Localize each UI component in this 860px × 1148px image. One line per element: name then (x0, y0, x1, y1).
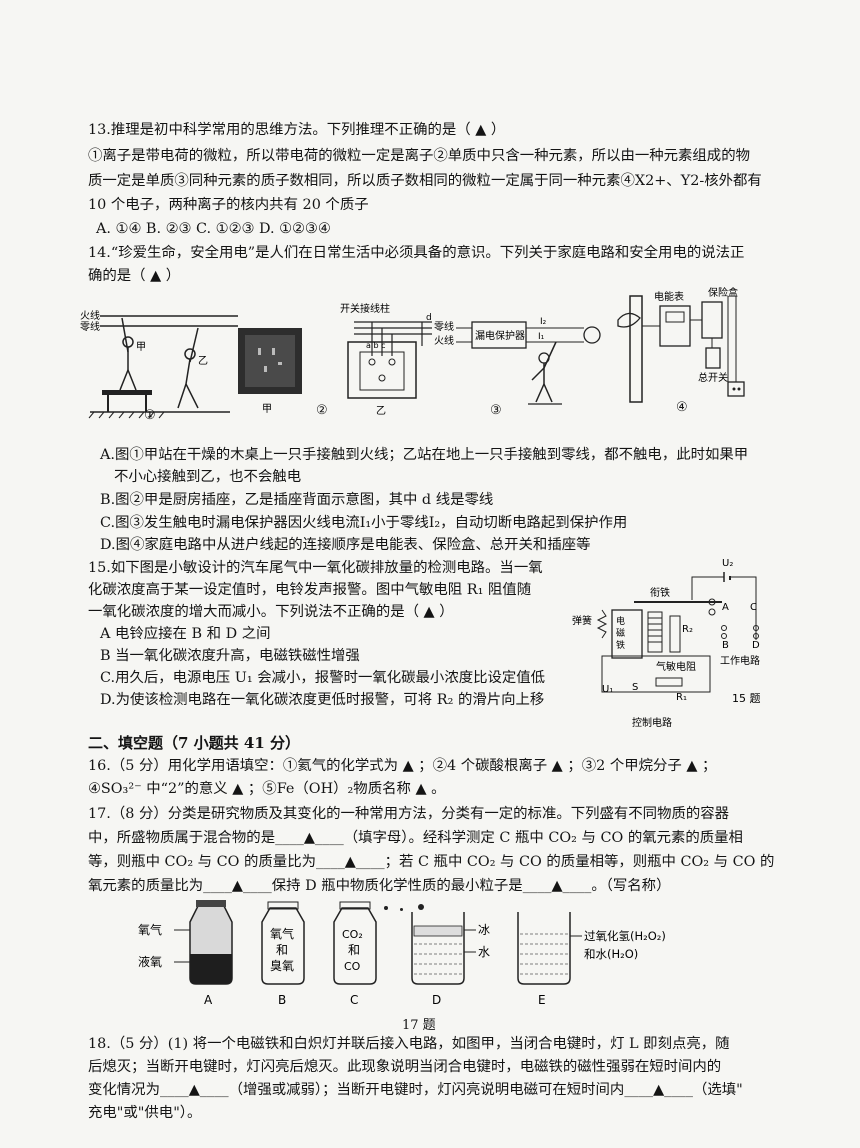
q14-option-b: B.图②甲是厨房插座，乙是插座背面示意图，其中 d 线是零线 (100, 492, 494, 508)
scan-speck (400, 908, 403, 911)
section-2-heading: 二、填空题（7 小题共 41 分） (88, 734, 300, 752)
terminal-b-label: B (722, 640, 729, 651)
q15-option-d: D.为使该检测电路在一氧化碳浓度更低时报警，可将 R₂ 的滑片向上移 (100, 692, 545, 708)
bottle-b-text-3: 臭氧 (270, 958, 294, 973)
q14-stem-2: 确的是（ ▲ ） (88, 268, 181, 284)
u1-label: U₁ (602, 684, 613, 695)
q17-line-4: 氧元素的质量比为____▲____保持 D 瓶中物质化学性质的最小粒子是____… (88, 878, 671, 894)
fire-line-label-3: 火线 (434, 334, 454, 347)
container-d-label: D (432, 993, 441, 1007)
terminal-a-label: A (722, 602, 729, 613)
oxygen-label: 氧气 (138, 922, 162, 937)
switch-s-label: S (632, 682, 638, 693)
electromagnet-label-3: 铁 (616, 639, 625, 651)
spring-label: 弹簧 (572, 614, 592, 627)
zero-line-label: 零线 (80, 320, 100, 333)
q17-containers-figure: 氧气 液氧 A 氧气 和 臭氧 B CO₂ 和 CO C 冰 水 D 过氧化氢(… (138, 900, 666, 1007)
q13-options: A. ①④ B. ②③ C. ①②③ D. ①②③④ (96, 221, 331, 237)
h2o2-label: 过氧化氢(H₂O₂) (584, 929, 666, 943)
fig-4-caption: ④ (676, 400, 688, 415)
terminal-c-label: C (750, 602, 757, 613)
person-jia-label: 甲 (136, 342, 146, 353)
fuse-label: 保险盒 (708, 286, 738, 299)
main-switch-label: 总开关 (698, 371, 728, 384)
q13-stem: 13.推理是初中科学常用的思维方法。下列推理不正确的是（ ▲ ） (88, 122, 506, 138)
q13-line3: 10 个电子，两种离子的核内共有 20 个质子 (88, 197, 369, 213)
current-i2-label: I₂ (540, 317, 547, 327)
bottle-b-text-1: 氧气 (270, 926, 294, 941)
h2o-label: 和水(H₂O) (584, 947, 638, 961)
liquid-oxygen-label: 液氧 (138, 954, 162, 969)
q13-line1: ①离子是带电荷的微粒，所以带电荷的微粒一定是离子②单质中只含一种元素，所以由一种… (88, 148, 750, 164)
q14-figure-4: 电能表 保险盒 总开关 (617, 286, 745, 403)
water-label: 水 (478, 945, 490, 959)
q14-option-c: C.图③发生触电时漏电保护器因火线电流I₁小于零线I₂，自动切断电路起到保护作用 (100, 515, 628, 531)
bottle-c-text-3: CO (344, 960, 361, 973)
q15-option-b: B 当一氧化碳浓度升高，电磁铁磁性增强 (100, 648, 360, 664)
leak-protector-label: 漏电保护器 (475, 329, 525, 342)
q14-option-a-1: A.图①甲站在干燥的木桌上一只手接触到火线；乙站在地上一只手接触到零线，都不触电… (100, 447, 749, 463)
q14-figure-3: 零线 火线 漏电保护器 I₂ I₁ (434, 317, 601, 405)
q17-line-3: 等，则瓶中 CO₂ 与 CO 的质量比为____▲____；若 C 瓶中 CO₂… (88, 854, 775, 870)
q18-line-4: 充电"或"供电"）。 (88, 1105, 202, 1121)
q13-line2: 质一定是单质③同种元素的质子数相同，所以质子数相同的微粒一定属于同一种元素④X2… (88, 173, 762, 189)
current-i1-label: I₁ (538, 332, 545, 342)
terminal-d-label: D (752, 640, 760, 651)
q15-circuit-figure: U₂ 衔铁 弹簧 电 磁 铁 R₂ A C B D 工作电路 气敏电阻 U₁ S… (572, 558, 761, 729)
fire-line-label: 火线 (80, 309, 100, 322)
container-c-label: C (350, 993, 358, 1007)
q17-line-1: 17.（8 分）分类是研究物质及其变化的一种常用方法，分类有一定的标准。下列盛有… (88, 806, 730, 822)
person-yi-label: 乙 (198, 355, 208, 367)
q16-line-2: ④SO₃²⁻ 中“2”的意义 ▲ ；⑤Fe（OH）₂物质名称 ▲ 。 (88, 781, 446, 797)
fig-3-caption: ③ (490, 403, 502, 418)
q15-stem-2: 化碳浓度高于某一设定值时，电铃发声报警。图中气敏电阻 R₁ 阻值随 (88, 582, 532, 598)
q14-stem-1: 14.“珍爱生命，安全用电”是人们在日常生活中必须具备的意识。下列关于家庭电路和… (88, 245, 745, 261)
q18-line-1: 18.（5 分）(1) 将一个电磁铁和白炽灯并联后接入电路，如图甲，当闭合电键时… (88, 1036, 730, 1052)
q16-line-1: 16.（5 分）用化学用语填空：①氦气的化学式为 ▲ ；②4 个碳酸根离子 ▲ … (88, 758, 717, 774)
fig-1-caption: ① (144, 408, 156, 423)
wire-d-label: d (426, 313, 432, 323)
q15-stem-1: 15.如下图是小敏设计的汽车尾气中一氧化碳排放量的检测电路。当一氧 (88, 560, 543, 576)
container-b-label: B (278, 993, 286, 1007)
q15-option-a: A 电铃应接在 B 和 D 之间 (100, 626, 271, 642)
scan-speck (384, 906, 388, 910)
u2-label: U₂ (722, 558, 733, 569)
wire-abc-label: a b c (366, 341, 385, 350)
q18-line-2: 后熄灭；当断开电键时，灯闪亮后熄灭。此现象说明当闭合电键时，电磁铁的磁性强弱在短… (88, 1059, 722, 1075)
container-a-label: A (204, 993, 213, 1007)
socket-yi-label: 乙 (376, 405, 386, 417)
container-e-label: E (538, 993, 546, 1007)
q15-stem-3: 一氧化碳浓度的增大而减小。下列说法不正确的是（ ▲ ） (88, 604, 454, 620)
meter-label: 电能表 (654, 290, 684, 303)
q17-line-2: 中，所盛物质属于混合物的是____▲____（填字母）。经科学测定 C 瓶中 C… (88, 830, 743, 846)
zero-line-label-3: 零线 (434, 320, 454, 333)
work-circuit-label: 工作电路 (720, 654, 760, 667)
r1-label: R₁ (676, 692, 687, 703)
switch-post-label: 开关接线柱 (340, 302, 390, 315)
q15-option-c: C.用久后，电源电压 U₁ 会减小，报警时一氧化碳最小浓度比设定值低 (100, 670, 546, 686)
q18-line-3: 变化情况为____▲____（增强或减弱）；当断开电键时，灯闪亮说明电磁可在短时… (88, 1082, 743, 1098)
r2-label: R₂ (682, 624, 693, 635)
fig17-title: 17 题 (402, 1018, 436, 1033)
armature-label: 衔铁 (650, 586, 670, 599)
bottle-b-text-2: 和 (276, 943, 288, 957)
fig15-title: 15 题 (732, 692, 761, 705)
fig-2-caption: ② (316, 403, 328, 418)
q14-option-d: D.图④家庭电路中从进户线起的连接顺序是电能表、保险盒、总开关和插座等 (100, 537, 591, 553)
bottle-c-text-2: 和 (348, 943, 360, 957)
gas-resistor-label: 气敏电阻 (656, 660, 696, 673)
scan-speck (418, 904, 424, 910)
socket-jia-label: 甲 (262, 404, 272, 415)
electromagnet-label-1: 电 (616, 615, 625, 627)
q14-option-a-2: 不小心接触到乙，也不会触电 (114, 469, 302, 485)
control-circuit-label: 控制电路 (632, 716, 672, 729)
bottle-c-text-1: CO₂ (342, 928, 363, 941)
electromagnet-label-2: 磁 (616, 627, 625, 639)
ice-label: 冰 (478, 923, 490, 937)
q14-figure-1: 火线 零线 甲 乙 (80, 309, 238, 419)
q14-figure-2: 甲 开关接线柱 d a b c 乙 (238, 302, 432, 417)
